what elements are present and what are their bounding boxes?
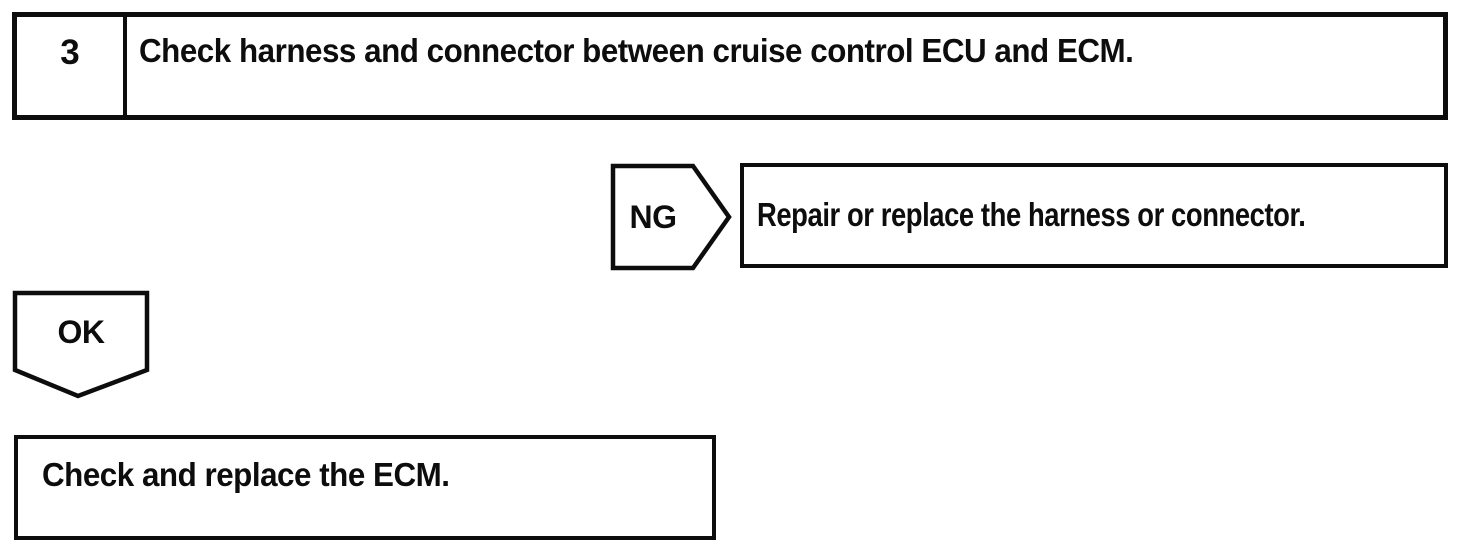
step-number-cell: 3 [17,17,127,115]
final-action-text: Check and replace the ECM. [42,456,450,493]
ok-pentagon-shape [12,290,150,399]
step-instruction-cell: Check harness and connector between crui… [127,17,1443,115]
ng-result-text: Repair or replace the harness or connect… [757,196,1306,234]
step-instruction-text: Check harness and connector between crui… [139,32,1134,69]
ng-result-box: Repair or replace the harness or connect… [740,163,1448,268]
ng-pentagon-shape [610,163,732,271]
step-number: 3 [60,33,80,72]
ng-label: NG [629,198,678,235]
step-header-box: 3 Check harness and connector between cr… [12,12,1448,120]
final-action-box: Check and replace the ECM. [14,435,716,540]
ok-label: OK [57,313,106,350]
